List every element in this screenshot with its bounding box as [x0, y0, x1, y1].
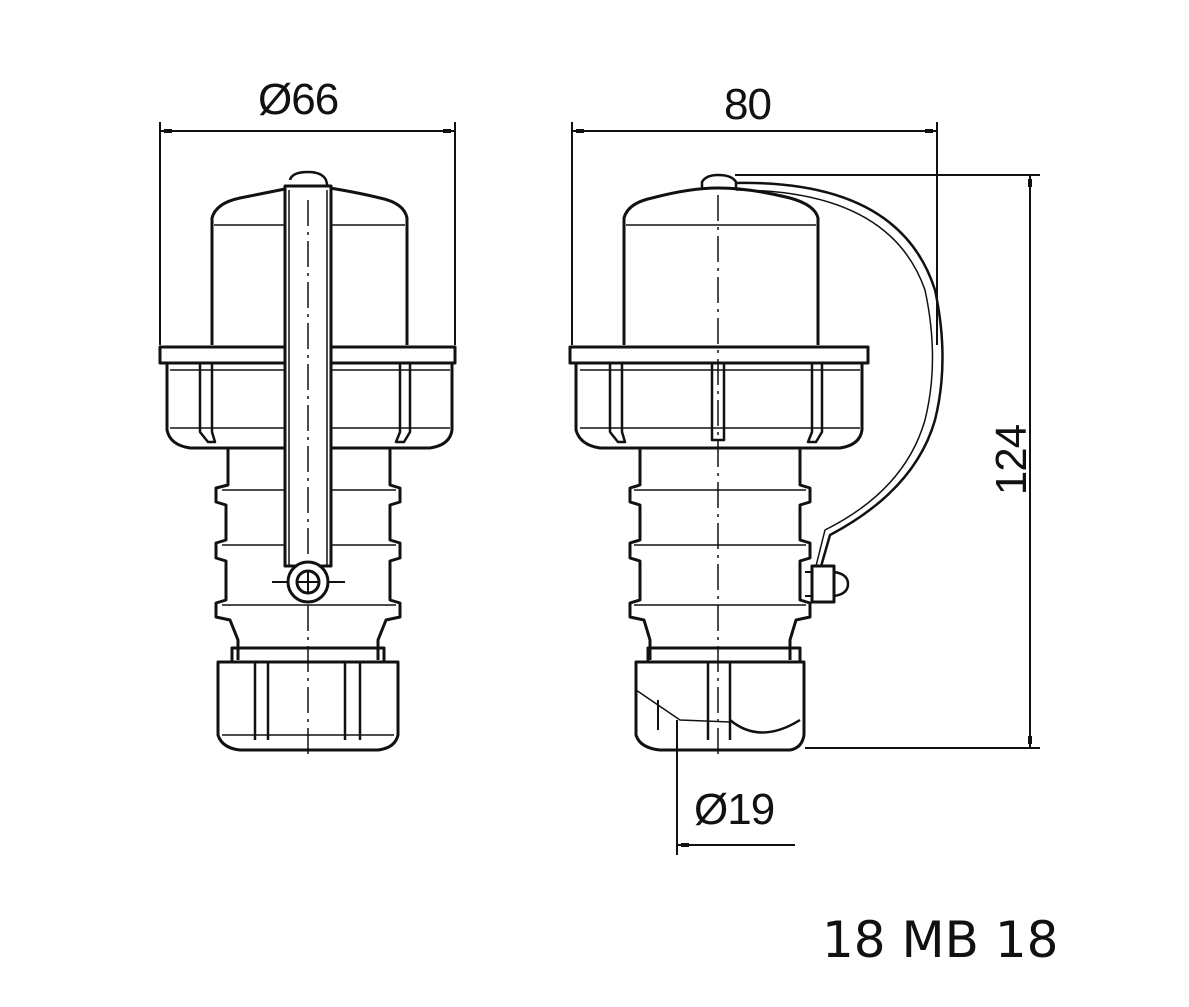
dimension-label-66: Ø66 [258, 75, 339, 124]
dimension-line-width-66 [159, 122, 456, 345]
dimension-line-height-124 [735, 174, 1040, 749]
dimension-line-cable-19 [676, 720, 795, 855]
dimension-line-width-80 [571, 122, 938, 345]
model-code: 18 MB 18 [822, 911, 1059, 969]
dimension-label-19: Ø19 [694, 785, 775, 834]
dimension-label-124: 124 [987, 424, 1036, 496]
dimension-label-80: 80 [724, 80, 772, 129]
front-view [158, 122, 457, 760]
side-view [568, 122, 1040, 855]
